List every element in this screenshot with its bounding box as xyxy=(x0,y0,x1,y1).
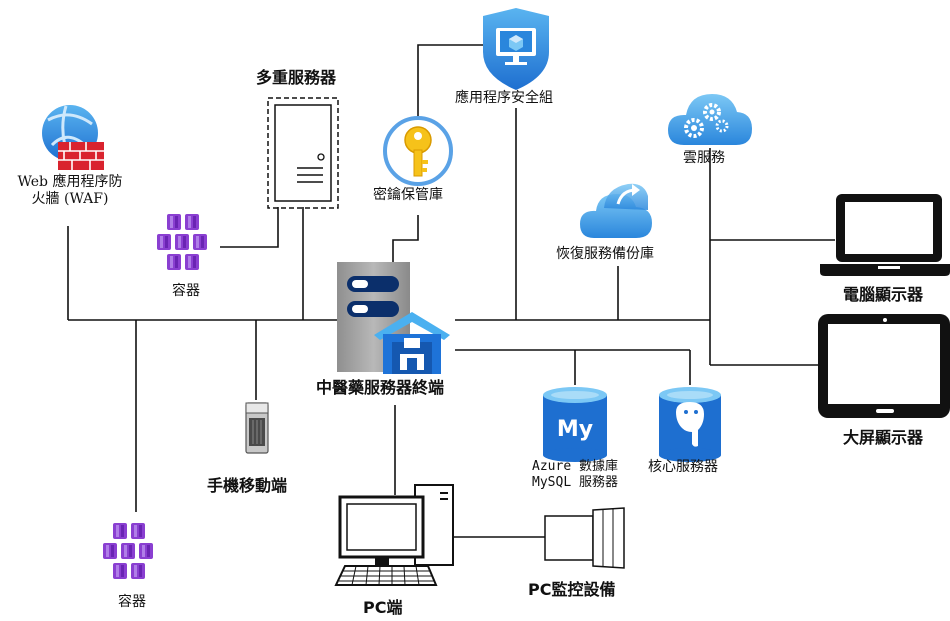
container-top-label: 容器 xyxy=(172,283,200,299)
central-server-label: 中醫藥服務器終端 xyxy=(316,378,445,397)
waf-label-line1: Web 應用程序防 xyxy=(17,174,123,190)
postgresql-database-icon xyxy=(659,387,721,462)
computer-display-label: 電腦顯示器 xyxy=(843,285,924,304)
key-vault-icon xyxy=(383,116,453,186)
cloud-backup-icon xyxy=(580,183,652,238)
multi-server-label: 多重服務器 xyxy=(256,68,337,87)
mysql-database-icon: My xyxy=(543,387,607,462)
shield-monitor-icon xyxy=(483,8,549,90)
recovery-vault-label: 恢復服務備份庫 xyxy=(556,246,654,262)
cloud-gears-icon xyxy=(668,94,752,145)
server-tower-icon xyxy=(267,97,339,209)
waf-label-line2: 火牆 (WAF) xyxy=(31,190,109,207)
desktop-pc-icon xyxy=(334,484,454,586)
container-cubes-icon xyxy=(103,523,153,579)
mysql-label: Azure 數據庫 MySQL 服務器 xyxy=(508,459,642,490)
mobile-label: 手機移動端 xyxy=(207,476,288,495)
connection-lines xyxy=(67,44,835,538)
large-display-label: 大屏顯示器 xyxy=(843,428,924,447)
security-camera-icon xyxy=(544,507,625,569)
core-server-label: 核心服務器 xyxy=(648,459,718,475)
tablet-icon xyxy=(818,314,950,418)
waf-label: Web 應用程序防 火牆 (WAF) xyxy=(2,174,138,208)
container-cubes-icon xyxy=(157,214,207,270)
app-security-group-label: 應用程序安全組 xyxy=(455,90,553,106)
pc-label: PC端 xyxy=(363,598,403,617)
pc-monitor-label: PC監控設備 xyxy=(528,580,616,599)
laptop-icon xyxy=(820,194,950,276)
mobile-device-icon xyxy=(245,402,269,454)
svg-text:My: My xyxy=(557,417,593,442)
key-vault-label: 密鑰保管庫 xyxy=(373,187,443,203)
container-bottom-label: 容器 xyxy=(118,594,146,610)
server-warehouse-icon xyxy=(337,262,450,374)
mysql-label-line2: MySQL 服務器 xyxy=(532,474,618,490)
web-app-firewall-icon xyxy=(42,105,104,170)
mysql-label-line1: Azure 數據庫 xyxy=(532,459,618,474)
cloud-service-label: 雲服務 xyxy=(683,150,725,166)
